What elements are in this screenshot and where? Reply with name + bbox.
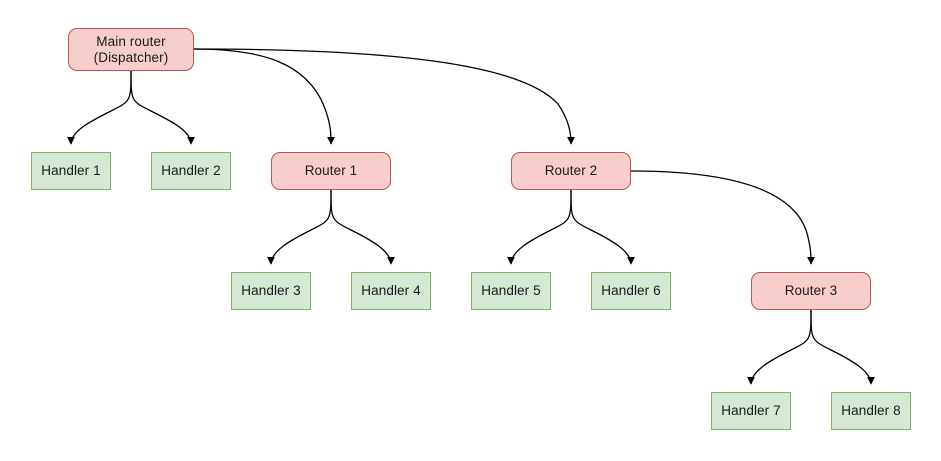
node-handler-3-label: Handler 3 — [241, 283, 301, 298]
node-router-1[interactable]: Router 1 — [271, 152, 391, 190]
node-handler-1-label: Handler 1 — [41, 163, 101, 178]
node-handler-5-label: Handler 5 — [481, 283, 541, 298]
edge-router2-to-handler-6 — [570, 189, 635, 265]
edge-main-to-handler-2 — [130, 70, 195, 145]
edge-router1-to-handler-3 — [267, 189, 332, 265]
node-handler-2-label: Handler 2 — [161, 163, 221, 178]
node-handler-6[interactable]: Handler 6 — [591, 272, 671, 310]
node-handler-3[interactable]: Handler 3 — [231, 272, 311, 310]
node-handler-8-label: Handler 8 — [841, 403, 901, 418]
node-router-3-label: Router 3 — [784, 283, 838, 298]
node-handler-8[interactable]: Handler 8 — [831, 392, 911, 430]
node-handler-2[interactable]: Handler 2 — [151, 152, 231, 190]
node-router-1-label: Router 1 — [304, 163, 358, 178]
node-router-2-label: Router 2 — [544, 163, 598, 178]
edge-router2-to-handler-5 — [507, 189, 572, 265]
node-router-3[interactable]: Router 3 — [751, 272, 871, 310]
edge-router2-to-router-3 — [630, 170, 815, 265]
edge-main-to-handler-1 — [67, 70, 132, 145]
node-main-router-label: Main router (Dispatcher) — [93, 33, 169, 65]
node-handler-4-label: Handler 4 — [361, 283, 421, 298]
edge-router1-to-handler-4 — [330, 189, 395, 265]
node-handler-6-label: Handler 6 — [601, 283, 661, 298]
edge-router3-to-handler-8 — [810, 309, 875, 385]
node-handler-5[interactable]: Handler 5 — [471, 272, 551, 310]
node-main-router[interactable]: Main router (Dispatcher) — [68, 28, 194, 71]
node-handler-4[interactable]: Handler 4 — [351, 272, 431, 310]
node-handler-1[interactable]: Handler 1 — [31, 152, 111, 190]
edge-router3-to-handler-7 — [747, 309, 812, 385]
edge-main-to-router-1 — [193, 48, 335, 145]
node-router-2[interactable]: Router 2 — [511, 152, 631, 190]
node-handler-7-label: Handler 7 — [721, 403, 781, 418]
node-handler-7[interactable]: Handler 7 — [711, 392, 791, 430]
edge-main-to-router-2 — [193, 48, 575, 145]
